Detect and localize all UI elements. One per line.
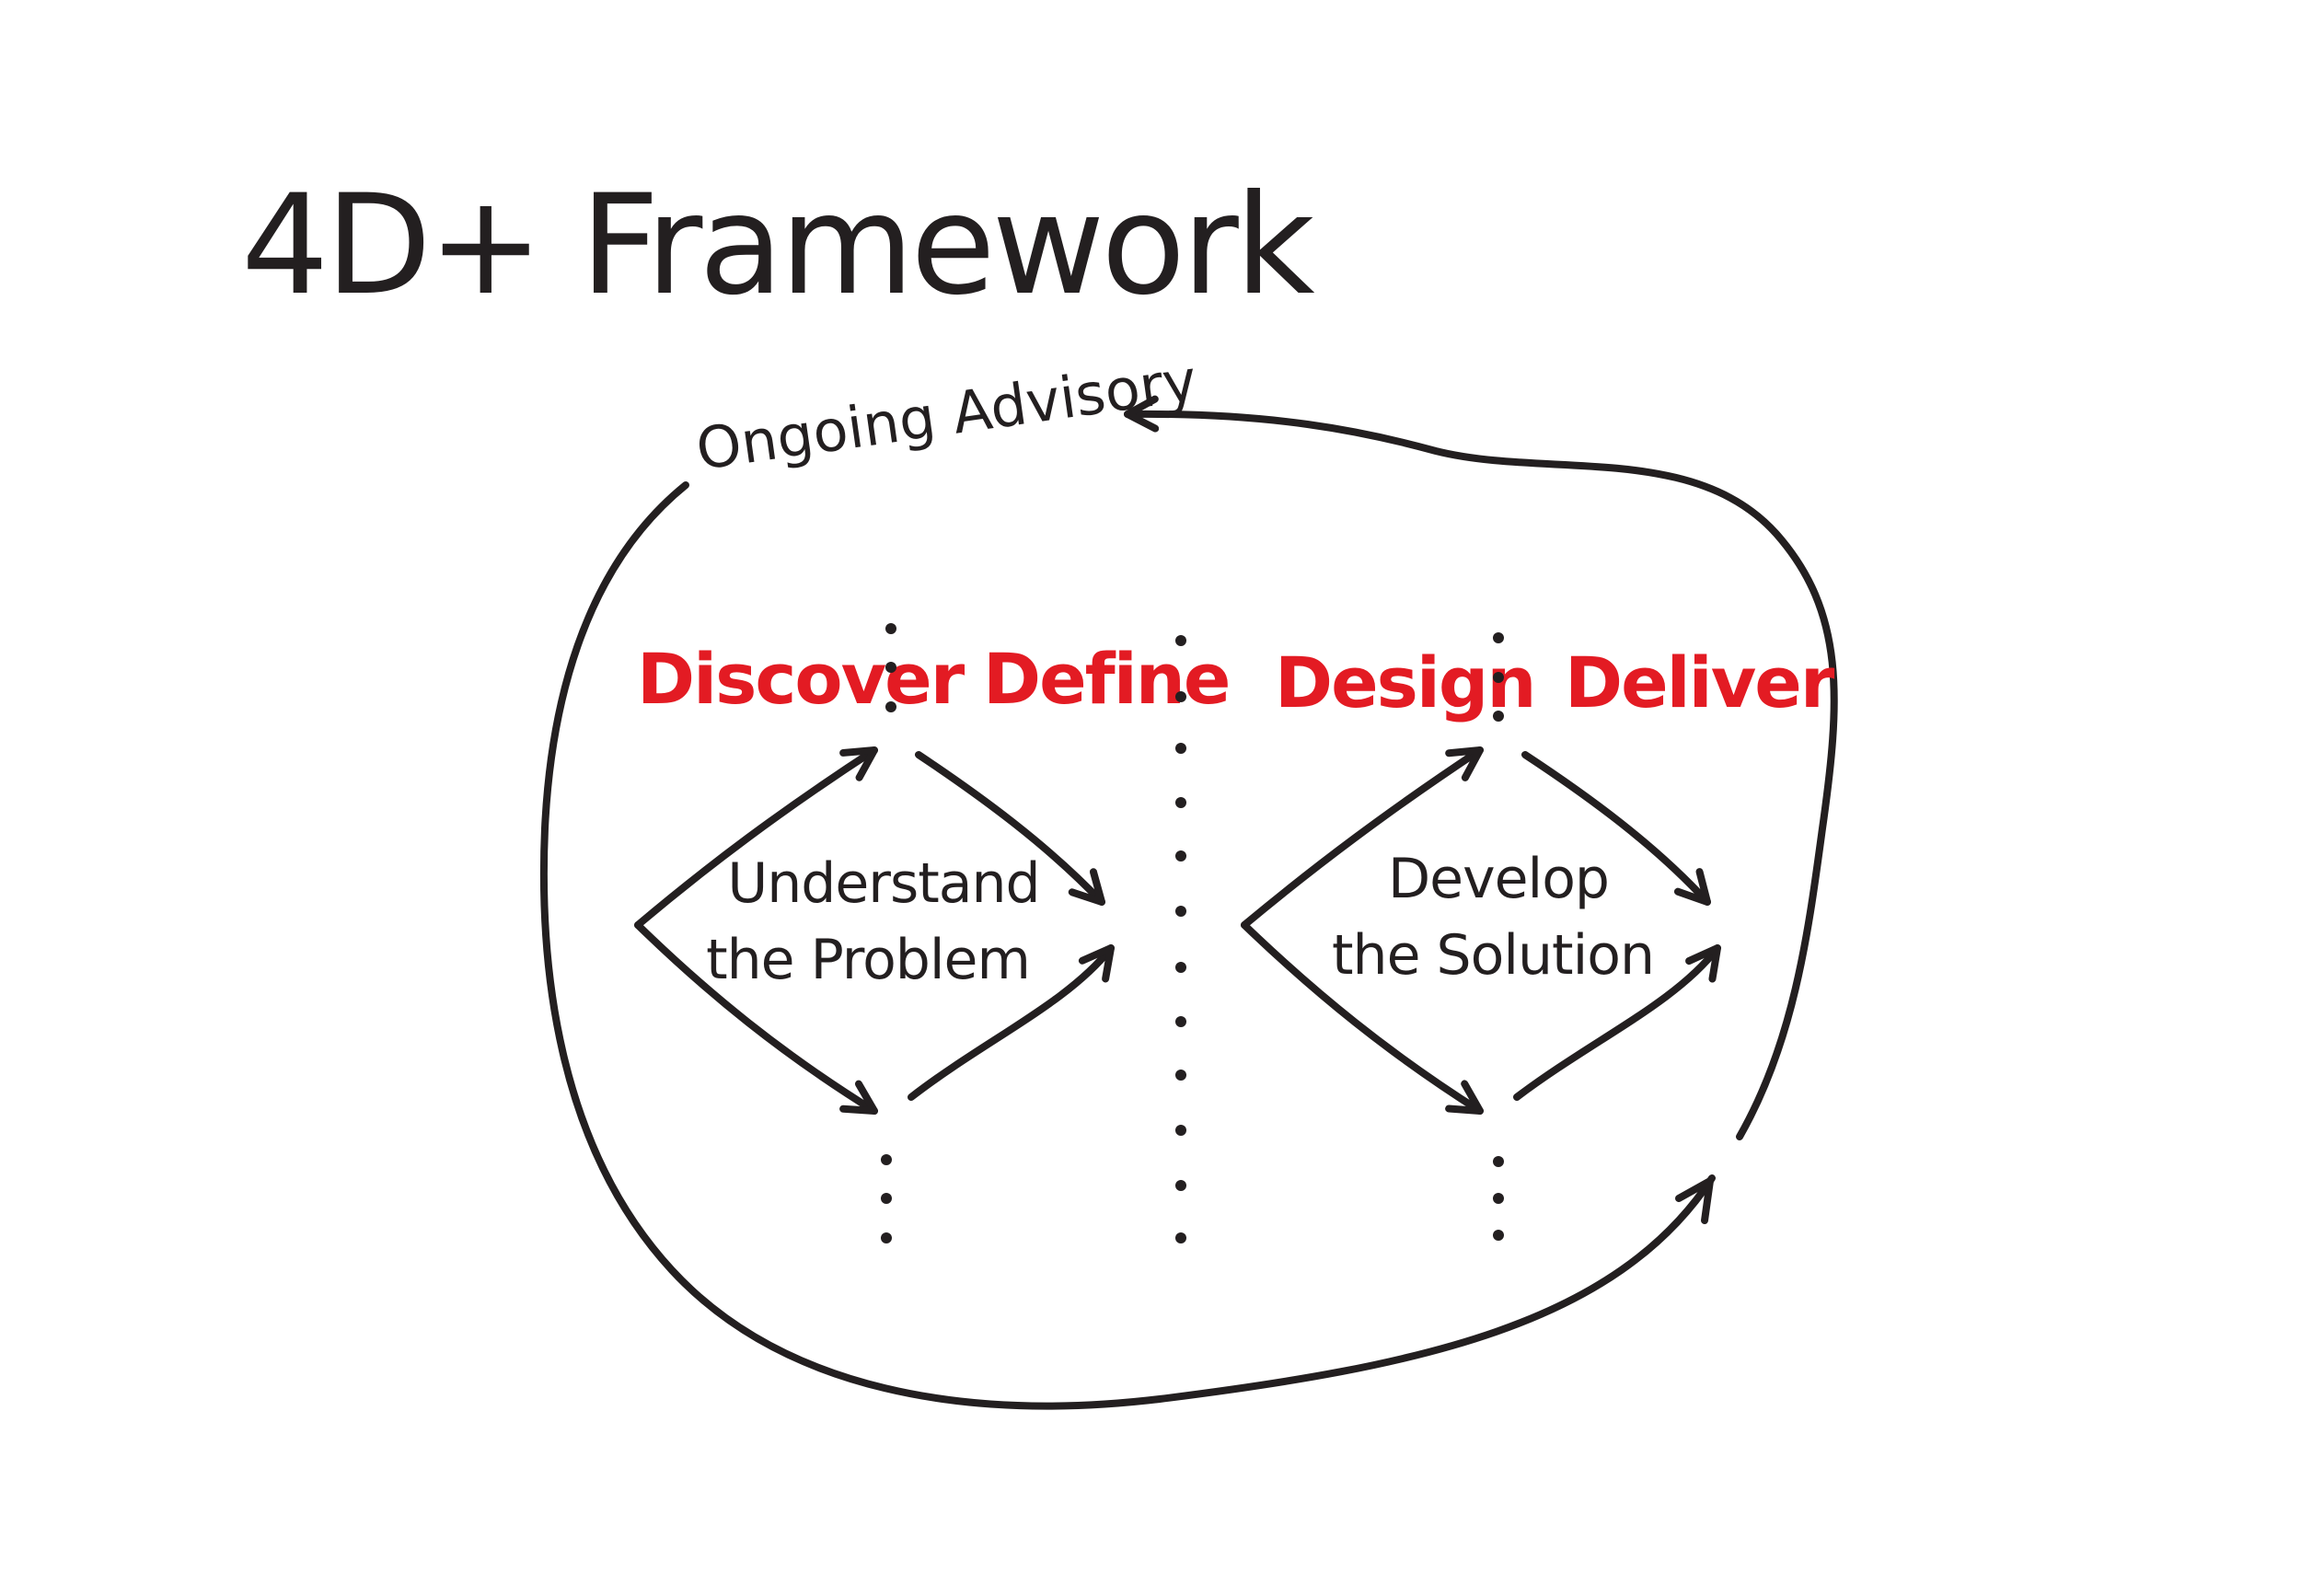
divider-dot: [1493, 1193, 1504, 1204]
divider-dot: [1493, 711, 1504, 722]
divider-design-deliver-bottom: [1493, 1156, 1504, 1241]
divider-dot: [881, 1154, 892, 1165]
diagram-title: 4D+ Framework: [241, 166, 1315, 326]
right-diamond-arrow-down: [1241, 921, 1484, 1115]
divider-dot: [1493, 672, 1504, 683]
left-diamond-arrow-converge-top: [915, 751, 1105, 906]
phase-discover: Discover: [637, 638, 965, 720]
divider-dot: [885, 662, 896, 673]
divider-dot: [1175, 1125, 1186, 1136]
phase-define: Define: [983, 638, 1229, 720]
left-diamond-arrow-converge-bottom: [908, 944, 1115, 1101]
loop-left-segment: [539, 481, 1716, 1410]
divider-dot: [1493, 1230, 1504, 1241]
divider-dot: [1175, 1016, 1186, 1027]
divider-dot: [885, 701, 896, 712]
divider-dot: [1175, 635, 1186, 646]
left-diamond-label-line2: the Problem: [706, 928, 1030, 992]
right-diamond-label-line1: Develop: [1388, 847, 1609, 911]
right-diamond-arrow-up: [1241, 746, 1484, 929]
divider-discover-define-bottom: [881, 1154, 892, 1243]
divider-define-design: [1175, 635, 1186, 1243]
divider-dot: [1175, 743, 1186, 754]
divider-dot: [1175, 1232, 1186, 1243]
left-diamond-arrow-down: [634, 921, 878, 1115]
left-diamond: Understand the Problem: [634, 746, 1115, 1115]
divider-dot: [1175, 850, 1186, 862]
phase-deliver: Deliver: [1565, 642, 1835, 723]
divider-design-deliver-top: [1493, 632, 1504, 722]
divider-dot: [885, 623, 896, 634]
divider-discover-define-top: [885, 623, 896, 712]
divider-dot: [1175, 1180, 1186, 1191]
divider-dot: [1175, 962, 1186, 973]
divider-dot: [1493, 632, 1504, 643]
loop-top-arrow: [1124, 395, 1838, 1140]
divider-dot: [1175, 906, 1186, 917]
divider-dot: [1175, 797, 1186, 808]
divider-dot: [1493, 1156, 1504, 1167]
left-diamond-arrow-up: [634, 746, 878, 929]
divider-dot: [1175, 1070, 1186, 1081]
divider-dot: [881, 1193, 892, 1204]
right-diamond-label-line2: the Solution: [1332, 923, 1654, 988]
right-diamond-arrow-converge-bottom: [1513, 944, 1721, 1101]
divider-dot: [1175, 691, 1186, 702]
loop-bottom-arrowhead: [1675, 1177, 1714, 1224]
right-diamond: Develop the Solution: [1241, 746, 1721, 1115]
right-diamond-arrow-converge-top: [1521, 751, 1711, 906]
phase-design: Design: [1275, 642, 1534, 723]
left-diamond-label-line1: Understand: [727, 851, 1039, 916]
phase-dividers: [881, 623, 1504, 1243]
divider-dot: [881, 1232, 892, 1243]
phase-labels: Discover Define Design Deliver: [637, 638, 1837, 723]
